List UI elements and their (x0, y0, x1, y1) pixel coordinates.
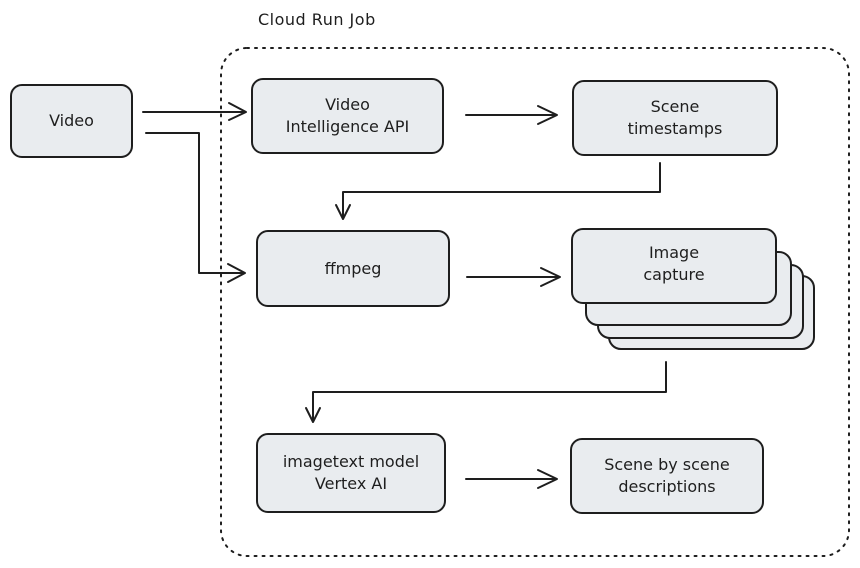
arrowhead-capture (540, 267, 561, 287)
edge-video-to-ffmpeg (145, 132, 245, 274)
arrowhead-scene (537, 105, 558, 125)
edge-capture-to-model (312, 361, 667, 422)
ffmpeg-node: ffmpeg (256, 230, 450, 307)
arrowhead-vi (228, 102, 247, 121)
cloud-run-job-container (220, 47, 850, 557)
scene-timestamps-node: Scene timestamps (572, 80, 778, 156)
video-intelligence-api-node: Video Intelligence API (251, 78, 444, 154)
video-node: Video (10, 84, 133, 158)
arrowhead-ffmpeg-top (335, 204, 351, 220)
arrowhead-ffmpeg-left (227, 263, 246, 283)
arrowhead-desc (537, 469, 558, 489)
image-capture-node: Image capture (571, 228, 777, 304)
edge-scene-to-ffmpeg (342, 162, 661, 219)
arrowhead-model-top (305, 407, 321, 423)
imagetext-model-node: imagetext model Vertex AI (256, 433, 446, 513)
scene-descriptions-node: Scene by scene descriptions (570, 438, 764, 514)
container-title: Cloud Run Job (258, 10, 376, 29)
